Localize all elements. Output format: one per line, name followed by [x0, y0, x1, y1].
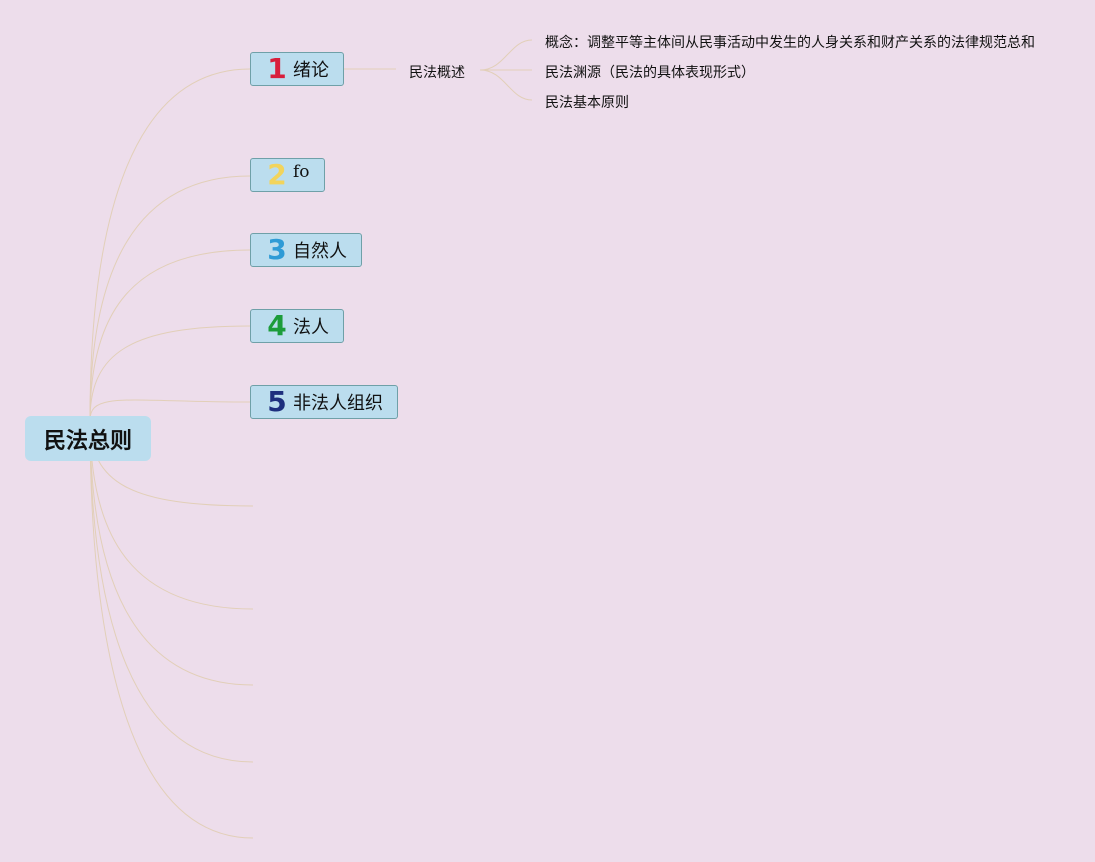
number-5-icon: 5 [267, 385, 287, 418]
connector-topic-4 [89, 325, 251, 421]
topic-node-5[interactable]: 5 非法人组织 [250, 385, 398, 419]
connector-empty-3 [89, 419, 254, 686]
connector-empty-5 [89, 419, 254, 839]
topic-node-2[interactable]: 2 fo [250, 158, 325, 192]
connector-empty-2 [89, 419, 254, 610]
topic-node-3[interactable]: 3 自然人 [250, 233, 362, 267]
root-node[interactable]: 民法总则 [25, 416, 151, 461]
connector-detail-1 [479, 39, 533, 71]
topic-node-4[interactable]: 4 法人 [250, 309, 344, 343]
detail-node-sources[interactable]: 民法渊源（民法的具体表现形式） [545, 65, 755, 81]
detail-node-principles[interactable]: 民法基本原则 [545, 95, 629, 111]
topic-label: fo [293, 162, 310, 182]
root-node-label: 民法总则 [43, 428, 132, 454]
subtopic-node[interactable]: 民法概述 [409, 65, 465, 81]
number-4-icon: 4 [267, 309, 287, 342]
topic-label: 法人 [293, 317, 329, 338]
detail-node-concept[interactable]: 概念：调整平等主体间从民事活动中发生的人身关系和财产关系的法律规范总和 [545, 35, 1035, 51]
topic-label: 绪论 [293, 60, 329, 81]
number-2-icon: 2 [267, 158, 287, 191]
topic-label: 自然人 [293, 241, 347, 262]
topic-label: 非法人组织 [293, 393, 383, 414]
connector-detail-3 [479, 69, 533, 101]
number-3-icon: 3 [267, 233, 287, 266]
connector-topic-5 [89, 399, 251, 421]
connector-topic-2 [89, 175, 251, 421]
connector-topic-1 [89, 68, 251, 421]
connector-empty-4 [89, 419, 254, 763]
topic-node-1[interactable]: 1 绪论 [250, 52, 344, 86]
connector-topic-3 [89, 249, 251, 421]
number-1-icon: 1 [267, 52, 287, 85]
